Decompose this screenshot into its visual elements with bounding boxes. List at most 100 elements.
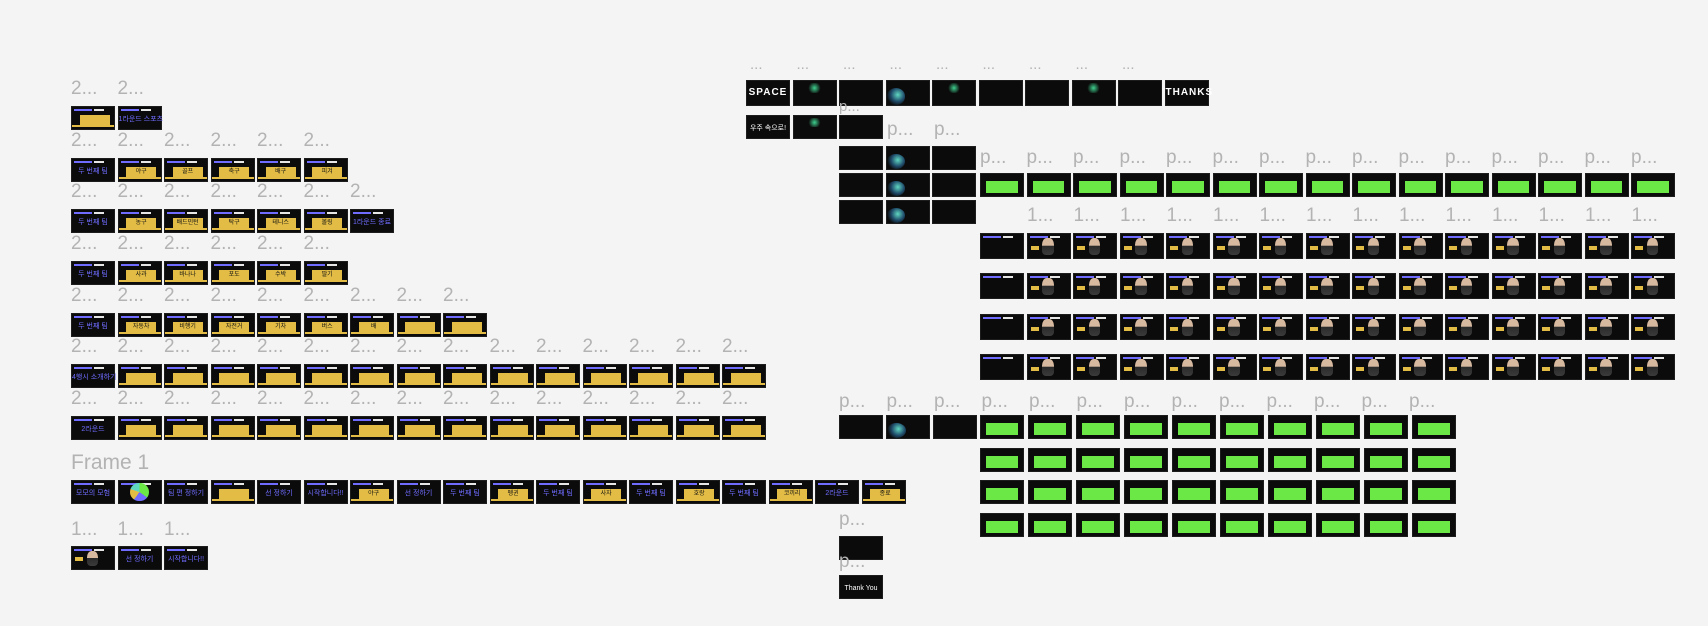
frame-label[interactable]: 1... [164,519,191,540]
slide-thumbnail[interactable] [675,364,720,388]
slide-thumbnail[interactable] [1220,447,1264,472]
frame-label[interactable]: ... [1122,56,1135,73]
frame-label[interactable]: 1... [1027,205,1054,226]
frame-label[interactable]: p... [1409,391,1436,412]
frame-label[interactable]: p... [1314,391,1341,412]
slide-thumbnail[interactable] [1364,512,1408,537]
frame-label[interactable]: 2... [629,336,656,357]
slide-thumbnail[interactable] [1071,80,1116,106]
frame-label[interactable]: 1... [117,519,144,540]
frame-label[interactable]: p... [1119,147,1146,168]
slide-thumbnail[interactable] [1220,415,1264,439]
slide-thumbnail[interactable] [117,364,162,388]
slide-thumbnail[interactable] [1259,233,1303,259]
frame-label[interactable]: 2... [303,233,330,254]
slide-thumbnail[interactable]: 두 번째 팀 [629,480,673,504]
slide-thumbnail[interactable] [1631,273,1675,299]
slide-thumbnail[interactable] [1026,173,1071,197]
slide-thumbnail[interactable]: 축구 [210,158,255,182]
slide-thumbnail[interactable]: 두 번째 팀 [71,313,115,337]
slide-thumbnail[interactable]: 야구 [350,480,394,504]
slide-thumbnail[interactable] [722,416,766,440]
slide-thumbnail[interactable] [1172,415,1216,439]
frame-label[interactable]: 2... [582,388,609,409]
frame-label[interactable]: p... [1029,391,1056,412]
slide-thumbnail[interactable] [980,512,1024,537]
slide-thumbnail[interactable] [1212,233,1257,259]
frame-label[interactable]: p... [839,98,860,115]
slide-thumbnail[interactable] [1352,314,1396,340]
slide-thumbnail[interactable] [582,364,627,388]
frame-label[interactable]: Frame 1 [71,451,150,474]
slide-thumbnail[interactable] [980,314,1024,340]
slide-thumbnail[interactable]: 볼링 [303,209,348,233]
slide-thumbnail[interactable] [629,364,673,388]
slide-thumbnail[interactable] [1026,314,1071,340]
frame-label[interactable]: 1... [71,519,98,540]
slide-thumbnail[interactable]: 두 번째 팀 [443,480,487,504]
slide-thumbnail[interactable] [885,173,930,197]
slide-thumbnail[interactable]: 2라운드 [815,480,859,504]
frame-label[interactable]: 2... [629,388,656,409]
slide-thumbnail[interactable] [1028,415,1072,439]
slide-thumbnail[interactable]: 두 번째 팀 [722,480,766,504]
slide-thumbnail[interactable] [1172,480,1216,504]
slide-thumbnail[interactable] [396,364,441,388]
slide-thumbnail[interactable]: 농구 [117,209,162,233]
slide-thumbnail[interactable] [1073,273,1117,299]
slide-thumbnail[interactable] [1412,512,1456,537]
frame-label[interactable]: p... [981,391,1008,412]
frame-label[interactable]: 1... [1306,205,1333,226]
slide-thumbnail[interactable] [1259,314,1303,340]
slide-thumbnail[interactable] [1316,512,1360,537]
frame-label[interactable]: 2... [350,388,377,409]
slide-thumbnail[interactable] [1352,354,1396,380]
slide-thumbnail[interactable] [1076,512,1120,537]
frame-label[interactable]: p... [934,119,961,140]
slide-thumbnail[interactable] [1124,415,1168,439]
frame-label[interactable]: 2... [164,130,191,151]
slide-thumbnail[interactable] [1491,354,1536,380]
slide-thumbnail[interactable] [980,480,1024,504]
slide-thumbnail[interactable] [980,233,1024,259]
slide-thumbnail[interactable] [443,416,487,440]
frame-label[interactable]: 2... [164,285,191,306]
frame-label[interactable]: p... [839,551,866,572]
frame-label[interactable]: 2... [257,336,284,357]
frame-label[interactable]: 2... [71,336,98,357]
slide-thumbnail[interactable] [980,273,1024,299]
slide-thumbnail[interactable] [885,146,930,170]
slide-thumbnail[interactable] [1119,354,1164,380]
frame-label[interactable]: 2... [117,388,144,409]
slide-thumbnail[interactable] [1028,512,1072,537]
slide-thumbnail[interactable] [932,80,976,106]
slide-thumbnail[interactable] [1412,480,1456,504]
frame-label[interactable]: p... [839,391,866,412]
frame-label[interactable]: 2... [210,233,237,254]
slide-thumbnail[interactable]: 우주 속으로! [746,115,790,139]
slide-thumbnail[interactable] [536,364,580,388]
frame-label[interactable]: 2... [117,78,144,99]
slide-thumbnail[interactable] [980,447,1024,472]
slide-thumbnail[interactable]: 바나나 [164,261,208,285]
frame-label[interactable]: 2... [722,388,749,409]
frame-label[interactable]: 2... [443,388,470,409]
frame-label[interactable]: 2... [164,336,191,357]
frame-label[interactable]: p... [1361,391,1388,412]
slide-thumbnail[interactable] [885,80,930,106]
slide-thumbnail[interactable]: 버스 [303,313,348,337]
slide-thumbnail[interactable]: 1라운드 종료 [350,209,394,233]
frame-label[interactable]: ... [982,56,996,73]
slide-thumbnail[interactable] [1584,273,1629,299]
frame-label[interactable]: 2... [257,285,284,306]
slide-thumbnail[interactable]: 선 정하기 [117,546,162,570]
frame-label[interactable]: 1... [1538,205,1565,226]
frame-label[interactable]: p... [1026,147,1053,168]
slide-thumbnail[interactable]: 두 번째 팀 [71,158,115,182]
frame-label[interactable]: 2... [257,388,284,409]
slide-thumbnail[interactable] [1166,354,1210,380]
frame-label[interactable]: 2... [257,233,284,254]
slide-thumbnail[interactable] [1631,314,1675,340]
slide-thumbnail[interactable] [1584,233,1629,259]
slide-thumbnail[interactable] [210,364,255,388]
